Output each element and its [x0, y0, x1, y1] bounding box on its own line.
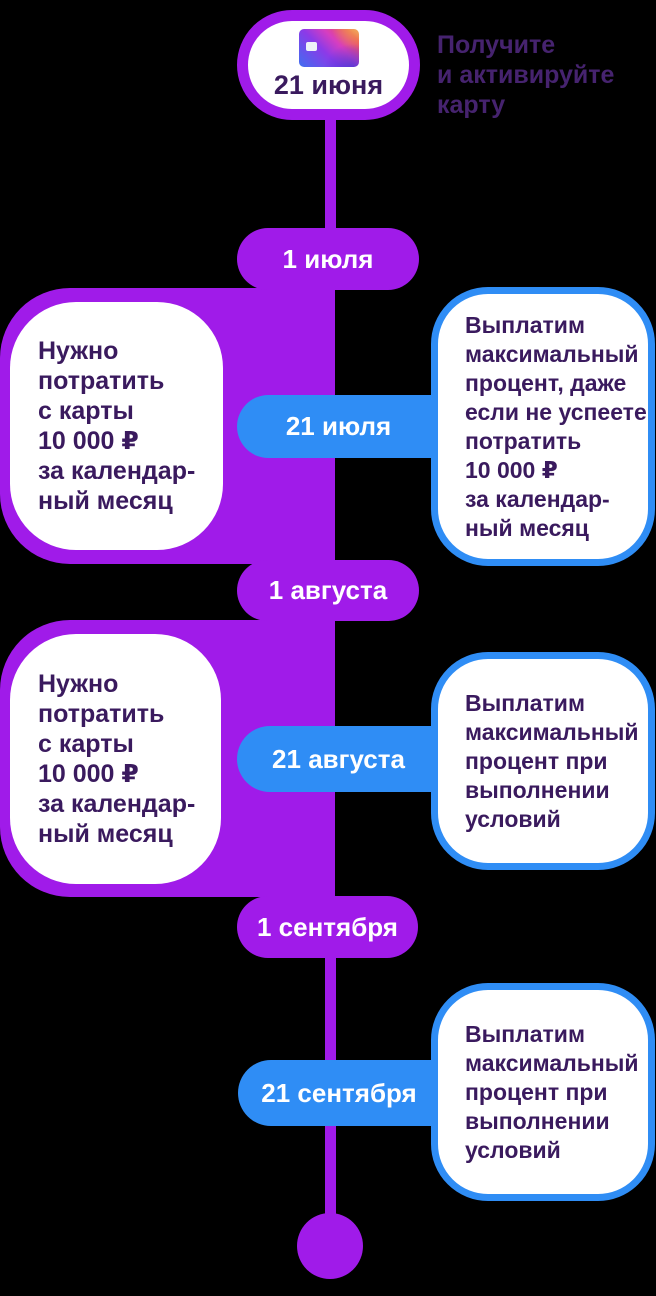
timeline-end-dot	[297, 1213, 363, 1279]
right-note-bubble: Выплатим максимальный процент при выполн…	[431, 652, 655, 870]
milestone-pill-21-august: 21 августа	[237, 726, 440, 792]
milestone-pill-1-september: 1 сентября	[237, 896, 418, 958]
left-note-text: Нужно потратить с карты 10 000 ₽ за кале…	[38, 337, 196, 515]
left-note-text: Нужно потратить с карты 10 000 ₽ за кале…	[38, 670, 196, 848]
bank-card-icon	[298, 29, 359, 67]
right-note-text: Выплатим максимальный процент, даже если…	[465, 311, 647, 541]
start-note: Получите и активируйте карту	[437, 31, 615, 119]
left-note-bubble: Нужно потратить с карты 10 000 ₽ за кале…	[10, 634, 221, 884]
timeline-connector-top	[325, 112, 336, 233]
right-note-bubble: Выплатим максимальный процент при выполн…	[431, 983, 655, 1201]
left-note-bubble: Нужно потратить с карты 10 000 ₽ за кале…	[10, 302, 223, 550]
milestone-pill-21-september: 21 сентября	[238, 1060, 440, 1126]
start-date-label: 21 июня	[273, 70, 384, 100]
milestone-pill-1-july: 1 июля	[237, 228, 419, 290]
milestone-pill-1-august: 1 августа	[237, 560, 419, 621]
milestone-pill-21-july: 21 июля	[237, 395, 440, 458]
right-note-bubble: Выплатим максимальный процент, даже если…	[431, 287, 655, 566]
start-node: 21 июня	[237, 10, 420, 120]
right-note-text: Выплатим максимальный процент при выполн…	[465, 1020, 639, 1163]
right-note-text: Выплатим максимальный процент при выполн…	[465, 689, 639, 832]
card-chip-icon	[305, 42, 317, 51]
